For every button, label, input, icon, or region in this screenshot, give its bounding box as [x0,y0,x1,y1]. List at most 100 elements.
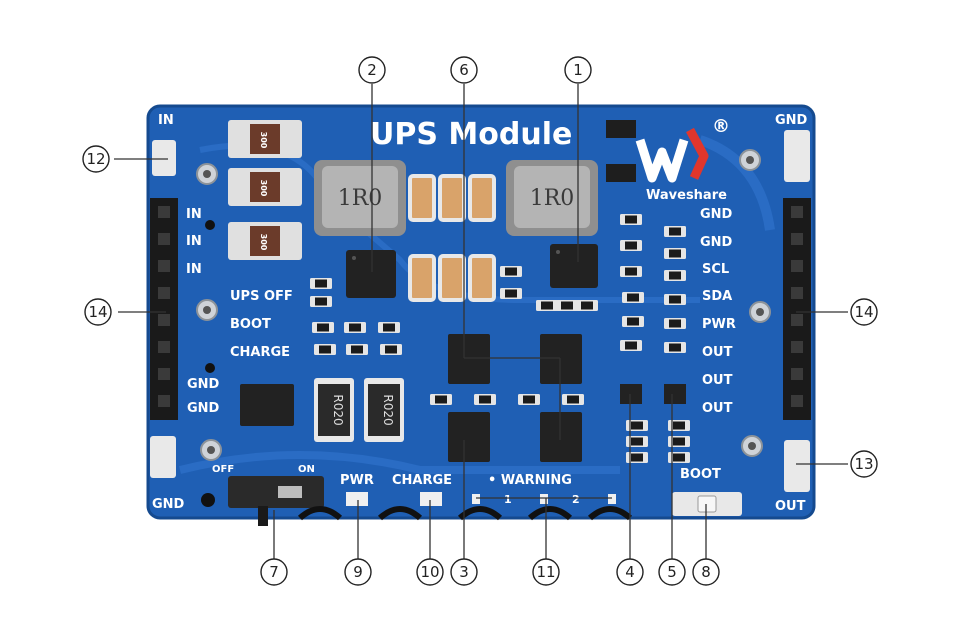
callout-number-10: 10 [420,563,439,581]
right-label-gnd-2: GND [700,235,733,250]
resistor-body [505,289,517,298]
transistors-top [606,120,636,182]
callout-number-4: 4 [625,563,635,581]
header-pin [158,233,170,245]
header-pin [791,287,803,299]
left-label-in-3: IN [186,262,202,277]
callout-number-12: 12 [86,150,105,168]
resistor-body [669,271,681,280]
callout-circle-12 [82,145,110,173]
callout-number-8: 8 [701,563,711,581]
header-pin [158,206,170,218]
resistor-body [625,267,637,276]
label-gnd-bottom: GND [152,497,185,512]
leader-lines [114,84,848,560]
resistor-body [315,279,327,288]
callout-number-6: 6 [459,61,469,79]
header-pin [791,206,803,218]
resistor-body [505,267,517,276]
header-pin [791,368,803,380]
resistor-body [673,421,685,430]
callout-circle-4 [616,558,644,586]
brand-name: Waveshare [646,188,727,203]
right-label-out-3: OUT [702,401,733,416]
capacitors [408,174,496,302]
resistor-body [315,297,327,306]
small-resistors [310,214,690,463]
resistor-body [435,395,447,404]
callout-number-11: 11 [536,563,555,581]
header-pin [158,314,170,326]
callout-circle-11 [532,558,560,586]
left-label-gnd-2: GND [187,401,220,416]
callout-circle-2 [358,56,386,84]
chip-marking: 300 [259,180,268,197]
left-label-charge: CHARGE [230,345,290,360]
callout-circle-6 [450,56,478,84]
resistor-body [567,395,579,404]
label-switch-on: ON [298,464,315,475]
resistor-body [631,453,643,462]
resistor-body [673,437,685,446]
resistor-body [523,395,535,404]
header-pin [158,287,170,299]
leds [346,492,616,506]
callout-circle-1 [564,56,592,84]
right-label-out-1: OUT [702,345,733,360]
label-led-warning: • WARNING [488,473,572,488]
callout-number-2: 2 [367,61,377,79]
resistor-body [625,341,637,350]
label-out-bottom: OUT [775,499,806,514]
header-pin [791,233,803,245]
left-label-in-2: IN [186,234,202,249]
inductor-marking: 1R0 [530,186,575,211]
label-in-top: IN [158,113,174,128]
callout-circle-8 [692,558,720,586]
callout-number-7: 7 [269,563,279,581]
resistor-body [625,241,637,250]
inductor-marking: 1R0 [338,186,383,211]
mounting-holes [196,149,771,507]
callout-circle-5 [658,558,686,586]
callout-number-3: 3 [459,563,469,581]
ic-1-qfn [550,244,598,288]
header-pin [791,260,803,272]
label-boot: BOOT [680,467,721,482]
boot-button [672,492,742,516]
shunt-marking: R020 [331,394,345,425]
inductor-right: 1R0 [506,160,598,236]
chip-marking: 300 [259,234,268,251]
resistor-body [383,323,395,332]
resistor-body [669,295,681,304]
callout-number-5: 5 [667,563,677,581]
resistor-body [669,319,681,328]
transistors-4-5 [620,384,686,404]
label-switch-off: OFF [212,464,234,475]
header-pin [158,260,170,272]
resistor-body [631,421,643,430]
header-pin [791,314,803,326]
left-pin-header [150,198,178,420]
right-pin-header [783,198,811,420]
resistor-body [561,301,573,310]
left-label-boot: BOOT [230,317,271,332]
header-pin [791,395,803,407]
right-label-out-2: OUT [702,373,733,388]
callout-circle-3 [450,558,478,586]
label-warning-1: 1 [504,493,512,506]
resistor-body [631,437,643,446]
callout-circle-10 [416,558,444,586]
callout-number-9: 9 [353,563,363,581]
resistor-body [627,293,639,302]
label-led-pwr: PWR [340,473,374,488]
header-pin [158,341,170,353]
shunt-resistors: R020 R020 [314,378,404,442]
resistor-body [673,453,685,462]
label-led-charge: CHARGE [392,473,452,488]
resistor-body [669,249,681,258]
resistor-body [479,395,491,404]
callout-number-14: 14 [854,303,873,321]
soic-ics [240,334,582,462]
waveshare-logo: ® Waveshare [635,116,730,203]
